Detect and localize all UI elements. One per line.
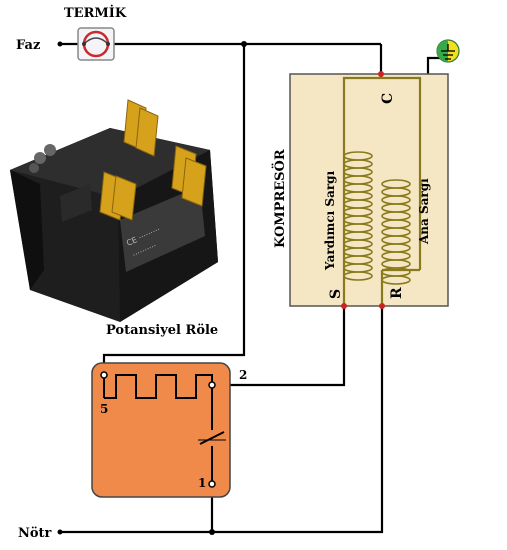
potansiyel-role-label: Potansiyel Röle bbox=[106, 323, 218, 338]
junction-dot bbox=[241, 41, 247, 47]
faz-label: Faz bbox=[16, 38, 40, 53]
ana-sargi-label: Ana Sargı bbox=[417, 178, 431, 245]
relay-contact-symbol bbox=[199, 431, 225, 445]
s-terminal-wire bbox=[212, 306, 346, 387]
junction-dot-notr bbox=[209, 529, 215, 535]
yardimci-sargi-label: Yardımcı Sargı bbox=[323, 170, 337, 271]
relay-pin1-dot bbox=[208, 480, 216, 488]
relay-coil-symbol bbox=[104, 374, 213, 399]
c-terminal-dot bbox=[378, 71, 384, 77]
notr-label: Nötr bbox=[18, 526, 52, 541]
relay-pin5-label: 5 bbox=[100, 402, 108, 416]
termik-label: TERMİK bbox=[64, 5, 127, 21]
r-terminal-dot bbox=[379, 303, 385, 309]
thermal-protector-icon bbox=[77, 27, 115, 61]
relay-pin2-label: 2 bbox=[239, 368, 247, 382]
main-winding-coil bbox=[381, 179, 411, 285]
relay-terminal-tabs bbox=[99, 99, 207, 221]
auxiliary-winding-coil bbox=[343, 151, 373, 281]
s-terminal-label: S bbox=[328, 289, 344, 299]
r-terminal-wire bbox=[212, 306, 384, 534]
compressor bbox=[289, 71, 449, 309]
relay-pin1-label: 1 bbox=[198, 476, 206, 490]
potential-relay bbox=[91, 362, 231, 498]
ground-wire bbox=[426, 56, 440, 74]
relay-photo: CE ········· ·········· bbox=[10, 99, 218, 322]
relay-pin2-dot bbox=[208, 381, 216, 389]
s-terminal-dot bbox=[341, 303, 347, 309]
kompresor-label: KOMPRESÖR bbox=[271, 149, 288, 248]
r-terminal-label: R bbox=[389, 287, 405, 299]
ground-icon bbox=[436, 39, 460, 63]
faz-terminal-dot bbox=[57, 41, 63, 47]
c-terminal-label: C bbox=[380, 93, 396, 104]
relay-pin5-dot bbox=[100, 371, 108, 379]
notr-terminal-dot bbox=[57, 529, 63, 535]
